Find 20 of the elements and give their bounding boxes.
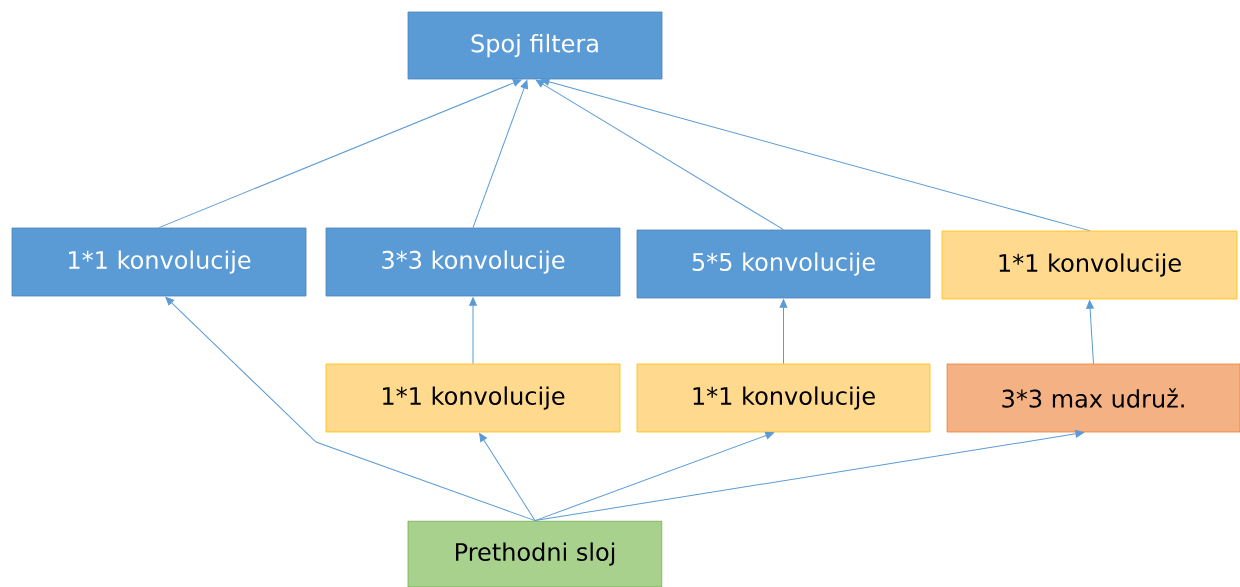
arrow <box>779 299 788 365</box>
process-box: Spoj filtera <box>407 11 663 80</box>
process-box: Prethodni sloj <box>407 520 663 587</box>
arrow <box>165 296 536 522</box>
arrow <box>479 433 536 522</box>
arrow <box>1086 300 1094 365</box>
arrow <box>469 297 477 365</box>
process-box: 5*5 konvolucije <box>636 229 931 299</box>
process-box: 3*3 konvolucije <box>325 227 621 297</box>
arrow <box>540 78 1090 232</box>
process-box: 1*1 konvolucije <box>11 227 307 297</box>
process-box: 3*3 max udruž. <box>946 363 1240 433</box>
arrow <box>158 79 522 229</box>
arrow <box>534 430 1084 522</box>
process-box: 1*1 konvolucije <box>941 230 1238 300</box>
arrow <box>535 79 784 231</box>
process-box: 1*1 konvolucije <box>325 363 621 433</box>
arrow <box>534 431 774 522</box>
process-box: 1*1 konvolucije <box>636 363 931 433</box>
arrow <box>472 80 528 229</box>
